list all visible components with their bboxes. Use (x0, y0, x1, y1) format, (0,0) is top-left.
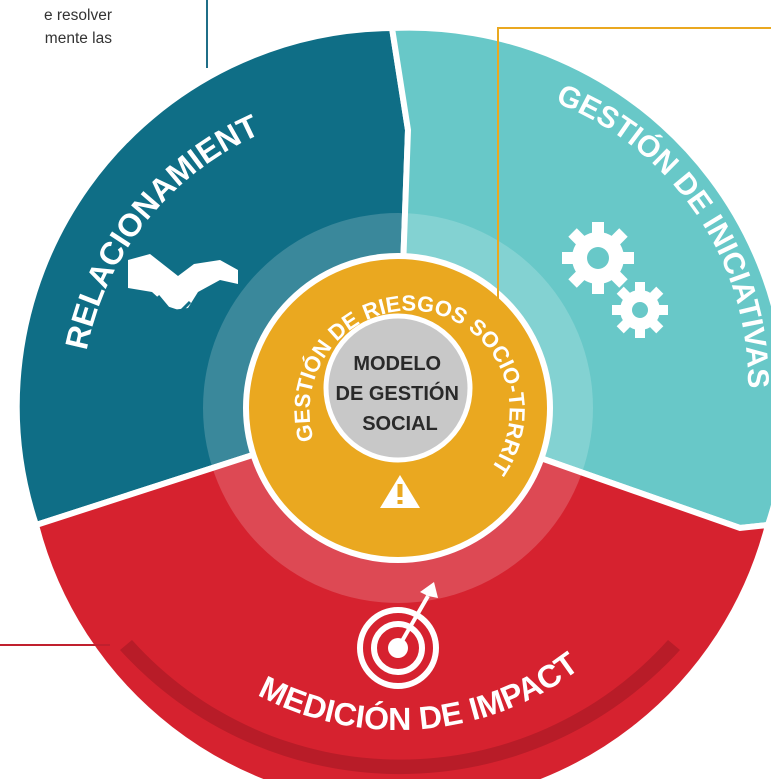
body-text-line: e resolver (43, 7, 112, 24)
leader-line-teal (206, 0, 208, 68)
center-line-2: DE GESTIÓN (336, 381, 459, 405)
center-line-1: MODELO (353, 353, 441, 375)
segment-medicion-impacto (32, 404, 771, 779)
segment-medicion-rim (120, 640, 680, 775)
target-icon (357, 582, 439, 689)
body-text-line: mente las (44, 30, 112, 47)
handshake-icon (128, 254, 238, 314)
center-disc (323, 313, 473, 463)
center-line-3: SOCIAL (362, 413, 438, 435)
body-text-fragment: e resolver mente las (0, 4, 112, 50)
leader-line-orange (497, 27, 771, 340)
warning-icon (380, 475, 420, 508)
center-title: MODELO DE GESTIÓN SOCIAL (336, 353, 465, 435)
gears-icon (562, 222, 668, 338)
